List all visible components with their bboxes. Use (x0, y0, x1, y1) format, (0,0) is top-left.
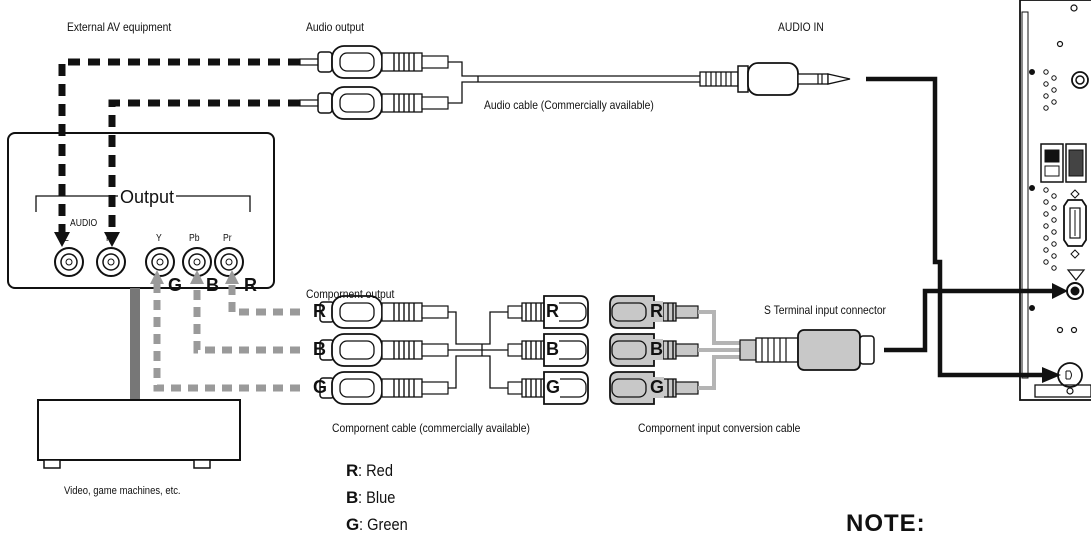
component-output-label: Compornent output (306, 287, 395, 301)
audio-arrow-r (104, 232, 120, 247)
legend-red: R : Red (346, 461, 399, 481)
legend-red-text: : Red (358, 461, 394, 480)
panel-b-mark: B (206, 275, 219, 295)
audio-dashed-paths (58, 58, 300, 232)
audio-cable-label: Audio cable (Commercially available) (484, 98, 654, 112)
mid-b-mark: B (546, 339, 559, 360)
s-terminal-plug (739, 329, 875, 371)
conv-plug-b (609, 333, 699, 367)
jack-pr-label: Pr (223, 233, 232, 244)
audio-path-r (108, 99, 300, 232)
legend-green-letter: G (346, 515, 360, 534)
panel-r-mark: R (244, 275, 257, 295)
device-stand (130, 288, 140, 400)
conv-g-mark: G (650, 377, 665, 398)
s-terminal-arrowhead (1052, 283, 1068, 299)
jack-y-label: Y (156, 233, 162, 244)
component-path-r (228, 281, 300, 316)
component-path-g (153, 281, 300, 392)
component-arrow-b (190, 270, 204, 284)
s-terminal-line (884, 288, 1058, 353)
s-terminal-label: S Terminal input connector (764, 303, 886, 317)
audio-mini-plug (699, 62, 851, 96)
output-panel-title: Output (118, 187, 177, 208)
mid-g-mark: G (546, 377, 561, 398)
legend-blue: B : Blue (346, 488, 402, 508)
audio-output-label: Audio output (306, 20, 364, 34)
panel-g-mark: G (168, 275, 183, 295)
conversion-cable-label: Compornent input conversion cable (638, 421, 801, 435)
jack-l-label: L (64, 233, 69, 244)
legend-green-text: : Green (359, 515, 408, 534)
note-heading: NOTE: (846, 510, 926, 537)
audio-plug-r (299, 86, 449, 120)
jack-r-label: R (106, 233, 113, 244)
comp-r-mark: R (313, 301, 326, 321)
component-rca-plugs (319, 295, 449, 405)
jack-r (96, 247, 126, 277)
external-av-label: External AV equipment (67, 20, 172, 34)
audio-path-l (58, 58, 300, 232)
video-game-label: Video, game machines, etc. (64, 485, 181, 497)
comp-plug-g (319, 371, 449, 405)
legend-red-letter: R (346, 461, 359, 480)
s-terminal-jack (1057, 362, 1083, 388)
audio-arrow-l (54, 232, 70, 247)
audio-rca-plugs (299, 45, 449, 120)
audio-plug-l (299, 45, 449, 79)
middle-rca-plugs (507, 295, 699, 405)
component-path-b (193, 281, 300, 354)
audio-cable (448, 61, 700, 104)
component-arrow-r (225, 270, 239, 284)
component-dashed-paths (153, 281, 300, 392)
audio-in-arrowhead (1042, 367, 1061, 383)
av-equipment-panel (7, 132, 275, 289)
conv-b-mark: B (650, 339, 663, 360)
comp-plug-b (319, 333, 449, 367)
component-arrow-g (150, 270, 164, 284)
conversion-cable (698, 310, 740, 390)
mid-r-mark: R (546, 301, 559, 322)
legend-blue-letter: B (346, 488, 359, 507)
legend-green: G : Green (346, 515, 416, 535)
device-back-panel (1019, 0, 1091, 401)
video-device (37, 399, 241, 469)
legend-blue-text: : Blue (358, 488, 396, 507)
component-cable (448, 311, 508, 389)
comp-b-mark: B (313, 339, 326, 359)
component-cable-label: Compornent cable (commercially available… (332, 421, 530, 435)
comp-plug-r (319, 295, 449, 329)
comp-g-mark: G (313, 377, 328, 397)
audio-sub-label: AUDIO (70, 218, 98, 229)
conv-r-mark: R (650, 301, 663, 322)
audio-in-label: AUDIO IN (778, 20, 824, 34)
jack-pb-label: Pb (189, 233, 200, 244)
audio-in-line (866, 76, 1055, 378)
jack-l (54, 247, 84, 277)
